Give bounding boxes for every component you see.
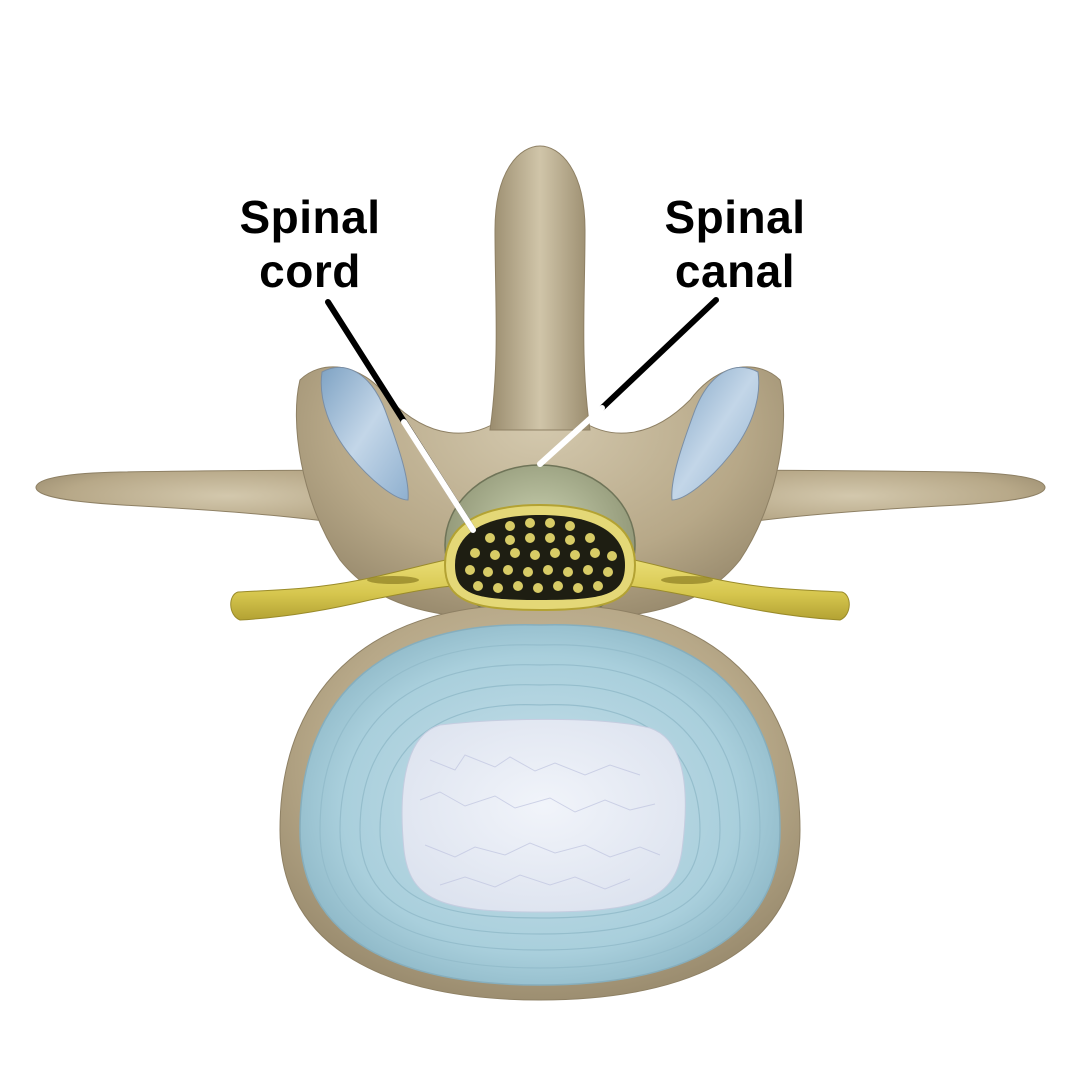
leader-line-spinal-cord [325,299,476,533]
spinal-cord-label-line2: cord [259,245,361,297]
right-nerve-slit [661,576,713,584]
spinal-cord-label-line1: Spinal [239,191,381,243]
disc-annulus-rings [319,644,761,969]
left-nerve-root [230,554,471,621]
nucleus-texture [419,754,661,890]
spinal-canal-label-line2: canal [674,245,796,297]
right-articular-facet [671,367,760,501]
spinous-process [489,145,591,431]
spinal-cord-fibers [465,518,617,593]
leader-line-spinal-canal [537,297,719,467]
disc-nucleus [401,718,686,913]
spinal-canal-label-line1: Spinal [664,191,806,243]
spinal-cord-core [455,515,625,600]
left-articular-facet [320,367,409,501]
spinal-canal-label: Spinal canal [625,190,845,298]
right-nerve-root [609,554,850,621]
spinal-cord-label: Spinal cord [200,190,420,298]
left-nerve-slit [367,576,419,584]
